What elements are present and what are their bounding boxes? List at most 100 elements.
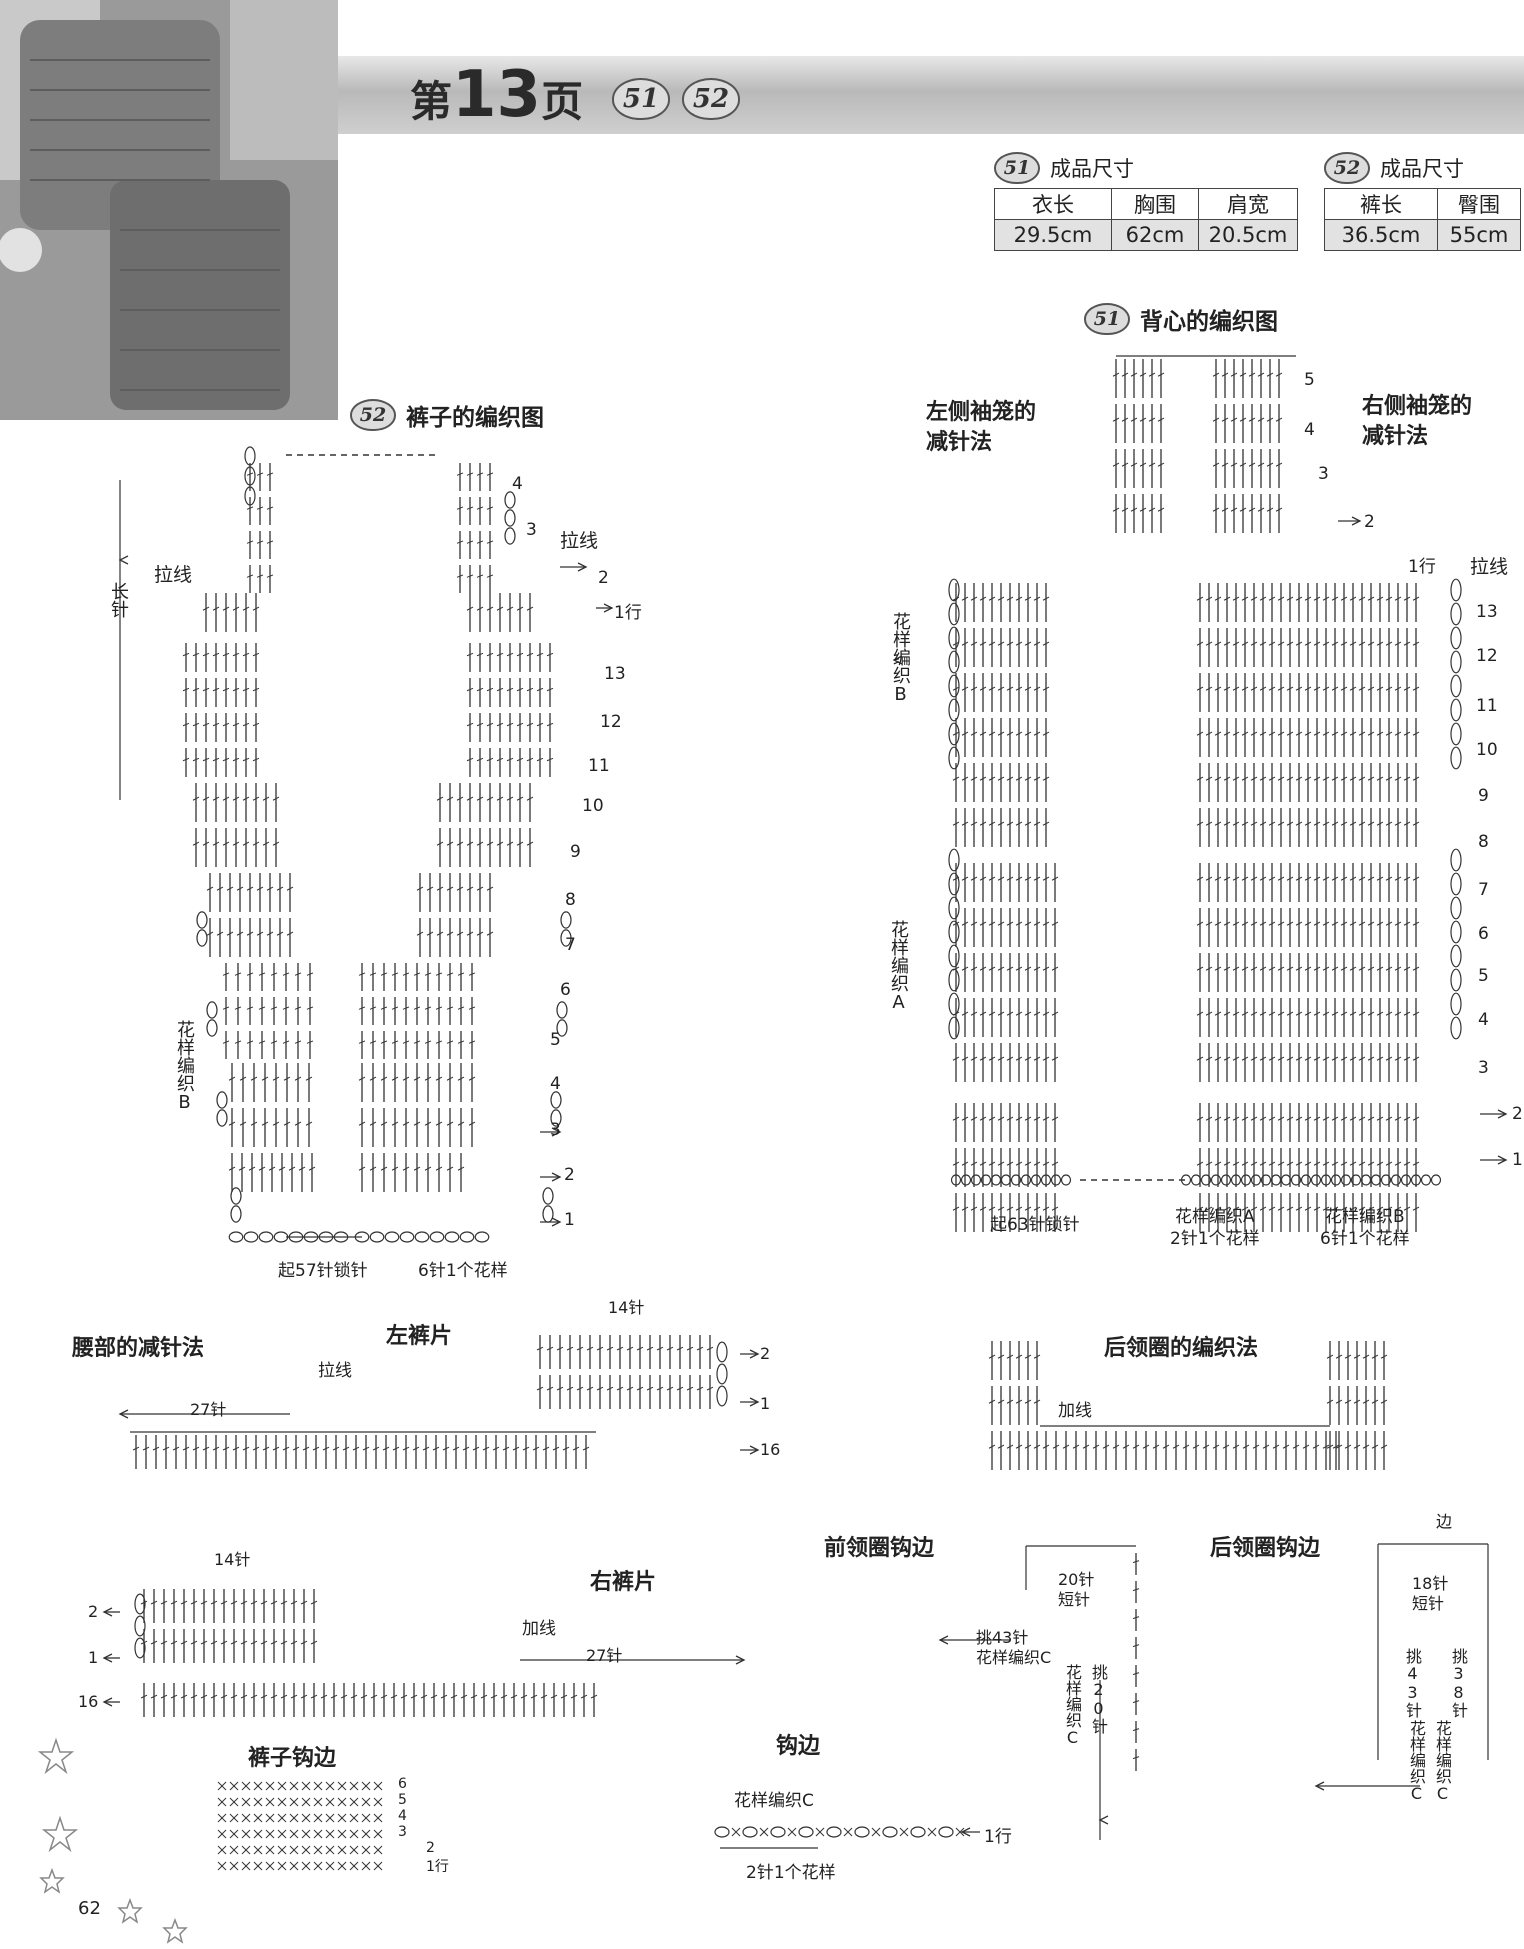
vest-stitch-bar	[1376, 966, 1384, 971]
vest-turning	[1450, 722, 1462, 746]
vest-stitch-bar	[1214, 1116, 1222, 1121]
pants-stitch-bar	[270, 1006, 278, 1010]
vest-stitch-bar	[997, 731, 1005, 736]
pants-stitch-bar	[486, 841, 494, 846]
vest-stitch-bar	[1196, 731, 1204, 736]
waist-right-stitch-bar	[240, 1600, 248, 1605]
vest-stitch-bar	[1385, 641, 1393, 646]
vest-stitch-bar	[1015, 776, 1023, 781]
vest-row-number: 4	[1304, 420, 1315, 440]
vest-stitch-bar	[1196, 686, 1204, 691]
vest-stitch-bar	[1304, 821, 1312, 826]
vest-stitch-bar	[1394, 1161, 1402, 1166]
vest-stitch-bar	[1248, 507, 1256, 512]
waist-right-stitch-bar	[230, 1640, 238, 1645]
pants-stitch-bar	[222, 652, 230, 657]
waist-right-stitch-bar	[240, 1640, 248, 1645]
vest-pattern-a-repeat: 花样编织A 2针1个花样	[1170, 1207, 1260, 1249]
vest-stitch-bar	[1403, 821, 1411, 826]
pants-stitch-bar	[282, 972, 290, 976]
vest-stitch-bar	[1221, 372, 1229, 377]
waist-right-stitch-bar	[590, 1694, 598, 1699]
vest-chain	[1350, 1174, 1362, 1186]
pants-stitch-bar	[242, 841, 250, 846]
vest-chain	[1430, 1174, 1442, 1186]
waist-left-stitch-bar	[596, 1386, 604, 1391]
vest-stitch-bar	[1042, 1056, 1050, 1061]
pants-stitch-bar	[182, 687, 190, 692]
pants-stitch-bar	[496, 687, 504, 692]
pants-turning	[230, 1187, 242, 1205]
waist-left-stitch-bar	[292, 1446, 300, 1451]
vest-chain	[1400, 1174, 1412, 1186]
vest-stitch-bar	[1385, 1161, 1393, 1166]
waist-right-stitch-bar	[260, 1694, 268, 1699]
pants-stitch-bar	[424, 1076, 432, 1081]
pants-stitch-bar	[222, 757, 230, 762]
waist-right-stitch-bar	[550, 1694, 558, 1699]
back-neck-stitch-bar	[1033, 1444, 1041, 1449]
vest-stitch-bar	[1331, 1056, 1339, 1061]
vest-stitch-bar	[1367, 821, 1375, 826]
waist-right-stitch-bar	[270, 1600, 278, 1605]
vest-stitch-bar	[1259, 596, 1267, 601]
pants-edge-x	[265, 1845, 275, 1855]
vest-stitch-bar	[1331, 921, 1339, 926]
edging-x	[815, 1827, 825, 1837]
vest-stitch-bar	[1241, 1161, 1249, 1166]
waist-right-stitch-bar	[570, 1694, 578, 1699]
page-number: 62	[78, 1898, 101, 1919]
pants-stitch-bar	[468, 1121, 476, 1126]
vest-stitch-bar	[1051, 876, 1059, 881]
vest-stitch-bar	[1196, 921, 1204, 926]
vest-stitch-bar	[1340, 776, 1348, 781]
pants-stitch-bar	[283, 1076, 291, 1081]
pants-stitch-bar	[252, 606, 260, 611]
pants-edge-x	[253, 1861, 263, 1871]
pants-turning	[550, 1091, 562, 1109]
vest-stitch-bar	[997, 1206, 1005, 1211]
vest-stitch-bar	[1241, 1206, 1249, 1211]
vest-stitch-bar	[1385, 1056, 1393, 1061]
left-pull-yarn: 拉线	[318, 1361, 352, 1381]
vest-stitch-bar	[1221, 507, 1229, 512]
pants-stitch-bar	[446, 841, 454, 846]
pants-stitch-bar	[282, 1006, 290, 1010]
vest-stitch-bar	[1196, 641, 1204, 646]
pants-stitch-bar	[192, 722, 200, 727]
waist-right-stitch-bar	[200, 1640, 208, 1645]
pants-stitch-bar	[446, 1121, 454, 1126]
vest-stitch-bar	[1268, 876, 1276, 881]
vest-stitch-bar	[1214, 921, 1222, 926]
pants-stitch-bar	[206, 931, 214, 936]
pants-edge-x	[253, 1813, 263, 1823]
waist-left-stitch-bar	[442, 1446, 450, 1451]
waist-left-turning	[716, 1341, 728, 1363]
vest-stitch-bar	[970, 821, 978, 826]
vest-stitch-bar	[1241, 821, 1249, 826]
pants-turning	[556, 1001, 568, 1019]
waist-left-stitch-bar	[152, 1446, 160, 1451]
vest-stitch-bar	[1394, 966, 1402, 971]
pants-stitch-bar	[436, 931, 444, 936]
vest-stitch-bar	[1358, 1116, 1366, 1121]
pants-stitch-bar	[516, 757, 524, 762]
edging-x	[787, 1827, 797, 1837]
vest-stitch-bar	[1042, 1161, 1050, 1166]
vest-row-number: 4	[1478, 1010, 1489, 1030]
vest-stitch-bar	[1033, 1056, 1041, 1061]
pants-stitch-bar	[234, 1040, 242, 1044]
vest-stitch-bar	[1241, 1116, 1249, 1121]
vest-stitch-bar	[1286, 731, 1294, 736]
waist-right-stitch-bar	[190, 1640, 198, 1645]
back-neck-stitch-bar	[1335, 1444, 1343, 1449]
badge-51-small: 51	[994, 152, 1040, 184]
vest-turning	[948, 578, 960, 602]
vest-stitch-bar	[1385, 776, 1393, 781]
pants-turning	[196, 911, 208, 929]
vest-stitch-bar	[1349, 876, 1357, 881]
pants-edge-x	[217, 1861, 227, 1871]
vest-stitch-bar	[1139, 372, 1147, 377]
vest-stitch-bar	[1051, 1056, 1059, 1061]
vest-stitch-bar	[1259, 686, 1267, 691]
